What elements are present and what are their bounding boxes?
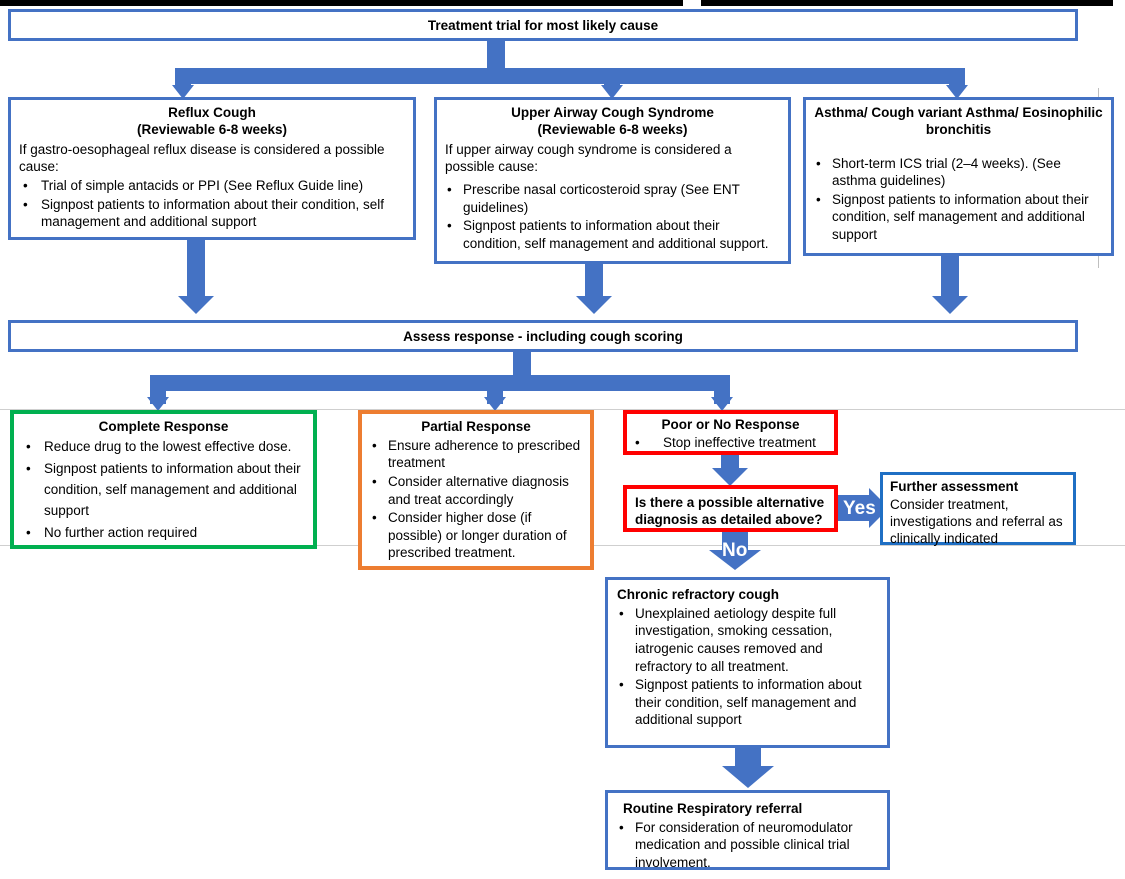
top-black-strip-tab [688,4,698,9]
connector-reflux-to-assess [187,240,205,298]
reflux-cough-lead: If gastro-oesophageal reflux disease is … [19,141,385,175]
box-complete-response[interactable]: Complete Response Reduce drug to the low… [10,410,317,549]
connector-yes-shaft [838,495,870,521]
partial-response-title: Partial Response [421,419,531,434]
box-chronic-refractory-cough[interactable]: Chronic refractory cough Unexplained aet… [605,577,890,748]
further-assessment-line3: clinically indicated [890,531,999,547]
connector-uacs-to-assess [585,264,603,298]
uacs-bullets: Prescribe nasal corticosteroid spray (Se… [445,181,780,252]
treatment-trial-label: Treatment trial for most likely cause [427,18,659,33]
arrow-chronic-to-referral [722,766,774,788]
list-item: Unexplained aetiology despite full inves… [617,605,878,675]
arrow-to-partial-response [484,397,506,411]
connector-chronic-to-referral [735,748,761,769]
connector-asthma-to-assess [941,256,959,298]
list-item: Signpost patients to information about t… [445,217,780,252]
list-item: Consider higher dose (if possible) or lo… [370,509,582,562]
connector-rail-assess [150,375,730,391]
chronic-refractory-bullets: Unexplained aetiology despite full inves… [617,605,878,729]
referral-bullets: For consideration of neuromodulator medi… [617,819,878,872]
uacs-lead: If upper airway cough syndrome is consid… [445,141,732,175]
list-item: Signpost patients to information about t… [617,676,878,729]
decision-question-line1: Is there a possible alternative [635,495,825,510]
connector-rail-top [175,68,965,84]
connector-no-shaft [722,532,748,553]
poor-response-title: Poor or No Response [661,417,800,432]
box-partial-response[interactable]: Partial Response Ensure adherence to pre… [358,410,594,570]
top-black-strip [0,0,1113,6]
connector-drop-reflux [175,68,191,88]
uacs-title-line1: Upper Airway Cough Syndrome [511,105,714,120]
decision-question-line2: diagnosis as detailed above? [635,511,823,527]
arrow-to-poor-response [711,397,733,411]
connector-poor-to-decision [721,455,739,471]
box-upper-airway-cough-syndrome[interactable]: Upper Airway Cough Syndrome (Reviewable … [434,97,791,264]
assess-response-bar[interactable]: Assess response - including cough scorin… [8,320,1078,352]
list-item: Signpost patients to information about t… [22,459,305,522]
connector-trunk-top [487,41,505,76]
referral-title: Routine Respiratory referral [623,801,803,816]
reflux-cough-title-line1: Reflux Cough [168,105,256,120]
complete-response-title: Complete Response [98,419,229,434]
list-item: Signpost patients to information about t… [814,191,1103,244]
arrow-to-reflux-cough [172,85,194,99]
partial-response-bullets: Ensure adherence to prescribed treatment… [370,437,582,562]
list-item: Prescribe nasal corticosteroid spray (Se… [445,181,780,216]
complete-response-bullets: Reduce drug to the lowest effective dose… [22,437,305,544]
further-assessment-title: Further assessment [890,479,1019,494]
asthma-bullets: Short-term ICS trial (2–4 weeks). (See a… [814,155,1103,244]
box-asthma-eosinophilic-bronchitis[interactable]: Asthma/ Cough variant Asthma/ Eosinophil… [803,97,1114,256]
arrow-to-uacs [601,85,623,99]
top-black-strip-notch [683,0,701,6]
asthma-title-line1: Asthma/ Cough variant Asthma/ Eosinophil… [814,105,1103,120]
reflux-cough-bullets: Trial of simple antacids or PPI (See Ref… [19,177,405,231]
list-item: Signpost patients to information about t… [19,196,405,231]
list-item: No further action required [22,523,305,544]
arrow-asthma-to-assess [932,296,968,314]
arrow-no-to-chronic-refractory [709,550,761,570]
box-routine-respiratory-referral[interactable]: Routine Respiratory referral For conside… [605,790,890,870]
chronic-refractory-title: Chronic refractory cough [617,587,780,602]
list-item: Short-term ICS trial (2–4 weeks). (See a… [814,155,1103,190]
uacs-title-line2: (Reviewable 6-8 weeks) [537,121,688,137]
connector-drop-poor [714,375,730,404]
guide-line-mid [0,409,1125,410]
box-poor-or-no-response[interactable]: Poor or No Response Stop ineffective tre… [623,410,838,455]
list-item: Reduce drug to the lowest effective dose… [22,437,305,458]
arrow-to-asthma [946,85,968,99]
arrow-poor-to-decision [712,468,748,486]
list-item: Consider alternative diagnosis and treat… [370,473,582,508]
further-assessment-line2: investigations and referral as [890,514,1063,530]
label-no: No [722,540,748,561]
list-item: Trial of simple antacids or PPI (See Ref… [19,177,405,195]
box-alternative-diagnosis-decision[interactable]: Is there a possible alternative diagnosi… [623,485,838,532]
list-item: Ensure adherence to prescribed treatment [370,437,582,472]
treatment-trial-bar[interactable]: Treatment trial for most likely cause [8,9,1078,41]
arrow-uacs-to-assess [576,296,612,314]
label-yes: Yes [843,498,876,519]
asthma-title-line2: bronchitis [925,121,992,137]
reflux-cough-title-line2: (Reviewable 6-8 weeks) [136,121,288,137]
further-assessment-line1: Consider treatment, [890,496,1009,512]
list-item: For consideration of neuromodulator medi… [617,819,878,872]
arrow-to-complete-response [147,397,169,411]
assess-response-label: Assess response - including cough scorin… [403,329,683,344]
arrow-reflux-to-assess [178,296,214,314]
poor-response-bullets: Stop ineffective treatment [633,434,828,452]
list-item: Stop ineffective treatment [633,434,828,452]
connector-drop-asthma [949,68,965,88]
box-reflux-cough[interactable]: Reflux Cough (Reviewable 6-8 weeks) If g… [8,97,416,240]
connector-drop-complete [150,375,166,404]
connector-trunk-assess [513,352,531,381]
box-further-assessment[interactable]: Further assessment Consider treatment, i… [880,472,1076,547]
